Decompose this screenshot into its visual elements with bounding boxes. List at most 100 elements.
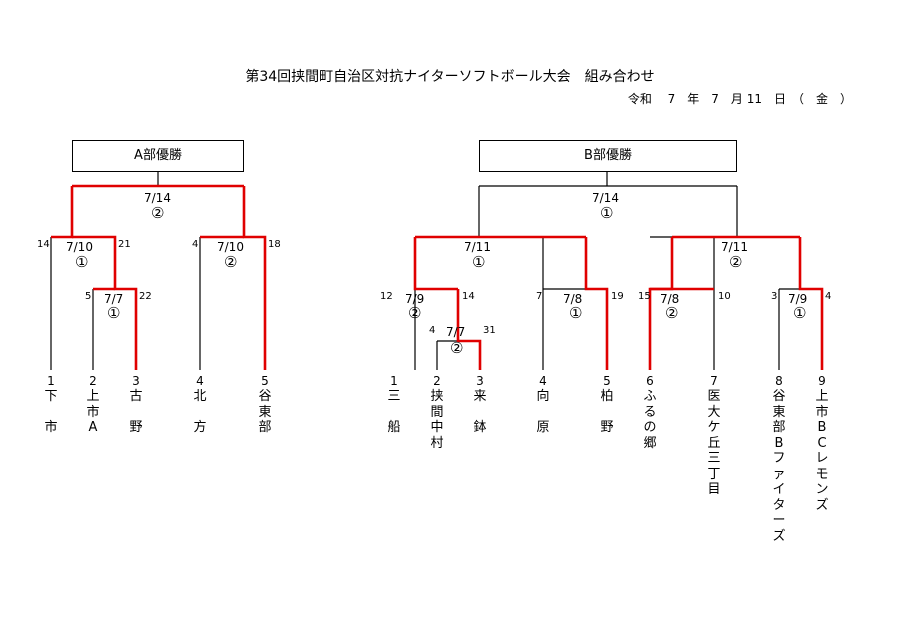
team-name: 柏 野 [597,389,617,436]
team-name-char: 原 [536,420,550,435]
b-qf4-score-right: 4 [825,291,832,302]
team-name-char: ケ [707,420,721,435]
team-name-char: 鉢 [473,420,487,435]
winner-lines [51,184,824,370]
a-final-date: 7/14 [144,191,171,205]
b-r1-game: ② [450,339,464,357]
team-name-char: ズ [772,528,786,544]
team-name: 三 船 [384,389,404,436]
team-name-char: 東 [258,404,272,420]
team-name-char: 北 [193,389,207,404]
team-name-char: 市 [815,404,829,420]
team-name-char [126,405,146,421]
b-r1-score-left: 4 [429,325,436,336]
b-sf2-game: ② [729,253,743,271]
b-qf3-date: 7/8 [660,292,680,306]
b-r1-date: 7/7 [446,325,466,339]
b-final-date: 7/14 [592,191,619,205]
team-name-char: 野 [129,420,143,435]
team-name-char: イ [772,482,786,497]
team-name: 来 鉢 [470,389,490,436]
a-sf2-score-left: 4 [192,239,199,250]
team-number: 1 [47,374,55,388]
team-name-char: フ [772,451,786,466]
b-qf3-game: ② [665,304,679,322]
team-name-char: A [88,420,98,435]
team-name-char: C [817,435,827,451]
team-name-char: B [817,420,827,435]
a-final-game: ② [151,204,165,222]
team-name-char [533,405,553,421]
team-name-char: ふ [643,389,657,404]
team-name: 医大ケ丘三丁目 [704,389,724,498]
b-qf2-score-right: 19 [611,291,624,302]
b-qf4-score-left: 3 [771,291,778,302]
team-name: 挟間中村 [427,389,447,451]
b-qf1-game: ② [408,304,422,322]
a-sf2-game: ② [224,253,238,271]
team-name-char: ズ [815,497,829,513]
a-sf2-score-right: 18 [268,239,281,250]
a-qf-score-left: 5 [85,291,92,302]
b-qf1-date: 7/9 [405,292,425,306]
team-name-char: 部 [258,420,272,435]
b-r1-score-right: 31 [483,325,496,336]
a-sf1-score-left: 14 [37,239,50,250]
b-qf3-score-right: 10 [718,291,731,302]
team-name-char [470,405,490,421]
team-name-char [41,405,61,421]
team-name: 谷東部 [255,389,275,436]
team-name-char: 間 [430,404,444,420]
a-qf-date: 7/7 [104,292,124,306]
team-number: 2 [433,374,441,388]
team-name-char [384,405,404,421]
team-name-char: 東 [772,404,786,420]
b-sf1-date: 7/11 [464,240,491,254]
b-sf1-game: ① [472,253,486,271]
a-qf-game: ① [107,304,121,322]
a-qf-score-right: 22 [139,291,152,302]
team-number: 3 [132,374,140,388]
b-qf2-game: ① [569,304,583,322]
team-name-char: タ [772,497,786,513]
team-name-char: レ [815,451,829,466]
team-name: 向 原 [533,389,553,436]
b-qf4-date: 7/9 [788,292,808,306]
b-qf2-score-left: 7 [536,291,543,302]
b-qf3-score-left: 15 [638,291,651,302]
b-winner-box: B部優勝 [479,140,737,172]
team-name-char: ン [815,482,829,497]
b-final-game: ① [600,204,614,222]
team-name-char [597,405,617,421]
team-name-char: の [643,420,657,435]
team-name-char: 村 [430,435,444,451]
team-number: 8 [775,374,783,388]
team-name-char: 大 [707,404,721,420]
team-number: 3 [476,374,484,388]
team-number: 6 [646,374,654,388]
b-sf2-date: 7/11 [721,240,748,254]
team-name-char: 上 [86,389,100,404]
match-date: 令和 7 年 7 月 11 日 （ 金 ） [627,92,852,106]
a-sf1-score-right: 21 [118,239,131,250]
team-name-char: 下 [44,389,58,404]
team-name-char: 野 [600,420,614,435]
b-qf1-score-right: 14 [462,291,475,302]
a-winner-box: A部優勝 [72,140,244,172]
team-name-char [190,405,210,421]
b-qf1-score-left: 12 [380,291,393,302]
a-sf1-date: 7/10 [66,240,93,254]
team-number: 4 [539,374,547,388]
team-name-char: 谷 [772,389,786,404]
b-qf2-date: 7/8 [563,292,583,306]
team-name-char: 目 [707,482,721,497]
b-qf4-game: ① [793,304,807,322]
team-name-char: 三 [707,451,721,466]
team-name-char: 向 [536,389,550,404]
team-name-char: 丘 [707,435,721,451]
team-name-char: 中 [430,420,444,435]
team-number: 7 [710,374,718,388]
